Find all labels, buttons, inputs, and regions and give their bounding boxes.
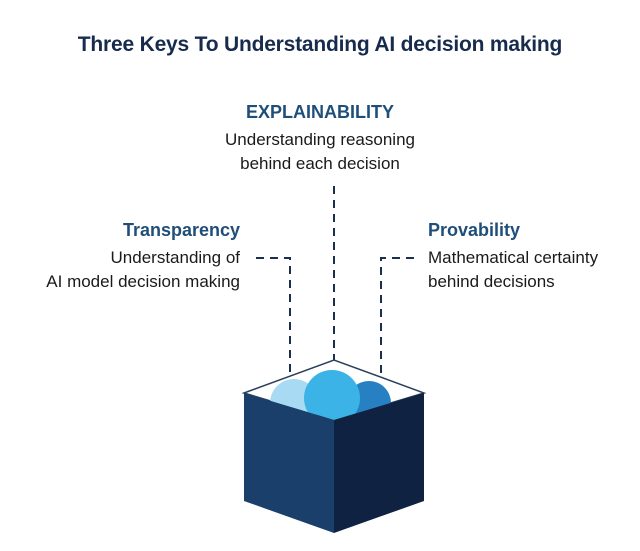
provability-description: Mathematical certainty behind decisions xyxy=(428,246,638,294)
explainability-description: Understanding reasoning behind each deci… xyxy=(180,128,460,176)
transparency-heading: Transparency xyxy=(122,220,240,240)
connector-transparency xyxy=(256,257,291,378)
sphere-mid xyxy=(304,370,360,420)
spheres xyxy=(270,370,391,420)
connectors xyxy=(256,186,414,378)
transparency-desc-line2: AI model decision making xyxy=(46,272,240,291)
diagram-title: Three Keys To Understanding AI decision … xyxy=(77,33,563,56)
transparency-description: Understanding of AI model decision makin… xyxy=(10,246,240,294)
black-box-cube xyxy=(241,359,427,533)
explainability-desc-line2: behind each decision xyxy=(240,154,400,173)
provability-desc-line2: behind decisions xyxy=(428,272,555,291)
transparency-desc-line1: Understanding of xyxy=(110,248,240,267)
connector-provability xyxy=(380,257,414,378)
provability-desc-line1: Mathematical certainty xyxy=(428,248,599,267)
explainability-desc-line1: Understanding reasoning xyxy=(225,130,415,149)
cube-front-face xyxy=(244,393,334,533)
explainability-heading: EXPLAINABILITY xyxy=(245,102,394,122)
cube-side-face xyxy=(334,393,424,533)
provability-heading: Provability xyxy=(428,220,521,240)
